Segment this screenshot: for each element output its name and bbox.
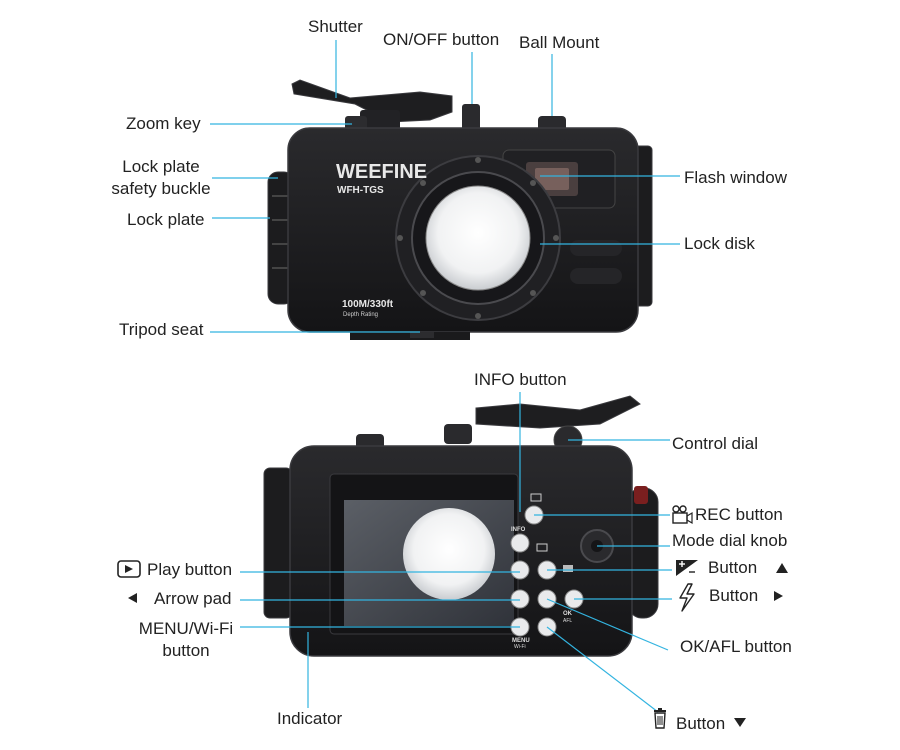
- label-button-right: Button: [709, 586, 759, 605]
- label-info-button: INFO button: [474, 370, 567, 389]
- front-housing: WEEFINE WFH-TGS 100M/330ft Depth Rating: [267, 79, 653, 340]
- label-lock-plate: Lock plate: [127, 210, 205, 229]
- flash-icon: [679, 583, 695, 612]
- play-icon: [117, 560, 141, 578]
- label-flash-window: Flash window: [684, 168, 787, 187]
- label-lock-plate-safety-buckle: Lock plate safety buckle: [111, 156, 211, 200]
- label-lock-disk: Lock disk: [684, 234, 755, 253]
- back-menu-text: MENU: [512, 638, 530, 644]
- label-menu-wifi-line1: MENU/Wi-Fi: [138, 619, 234, 638]
- exposure-compensation-icon: [676, 560, 698, 576]
- label-button-down: Button: [676, 714, 726, 733]
- triangle-down-icon: [734, 718, 746, 727]
- label-rec-button: REC button: [695, 505, 783, 524]
- label-button-up: Button: [708, 558, 758, 577]
- label-ok-afl-button: OK/AFL button: [680, 637, 792, 656]
- front-depth-subtext: Depth Rating: [343, 312, 378, 318]
- label-shutter: Shutter: [308, 17, 363, 36]
- leader-lines: [210, 40, 680, 713]
- back-menu-subtext: Wi-Fi: [514, 644, 526, 650]
- back-housing: INFO MENU Wi-Fi OK AFL: [263, 395, 659, 657]
- label-mode-dial-knob: Mode dial knob: [672, 531, 788, 550]
- triangle-right-icon: [774, 591, 783, 601]
- label-tripod-seat: Tripod seat: [119, 320, 204, 339]
- label-control-dial: Control dial: [672, 434, 758, 453]
- label-menu-wifi-line2: button: [162, 641, 210, 660]
- triangle-up-icon: [776, 563, 788, 573]
- label-play-button: Play button: [147, 560, 233, 579]
- video-camera-icon: [672, 505, 693, 525]
- back-ok-subtext: AFL: [563, 618, 572, 624]
- label-lock-plate-safety-line1: Lock plate: [122, 157, 200, 176]
- label-arrow-pad: Arrow pad: [154, 589, 232, 608]
- label-on-off-button: ON/OFF button: [383, 30, 500, 49]
- trash-icon: [654, 708, 666, 729]
- front-brand-text: WEEFINE: [336, 161, 427, 183]
- front-model-text: WFH-TGS: [337, 185, 384, 196]
- front-depth-text: 100M/330ft: [342, 299, 394, 310]
- label-menu-wifi-button: MENU/Wi-Fi button: [134, 618, 238, 662]
- leader-trash: [546, 626, 659, 713]
- label-lock-plate-safety-line2: safety buckle: [111, 179, 211, 198]
- leader-ok-afl: [546, 598, 669, 651]
- triangle-left-icon: [128, 593, 137, 603]
- back-info-text: INFO: [511, 527, 526, 533]
- label-ball-mount: Ball Mount: [519, 33, 600, 52]
- label-zoom-key: Zoom key: [126, 114, 201, 133]
- back-ok-text: OK: [563, 611, 573, 617]
- label-indicator: Indicator: [277, 709, 343, 728]
